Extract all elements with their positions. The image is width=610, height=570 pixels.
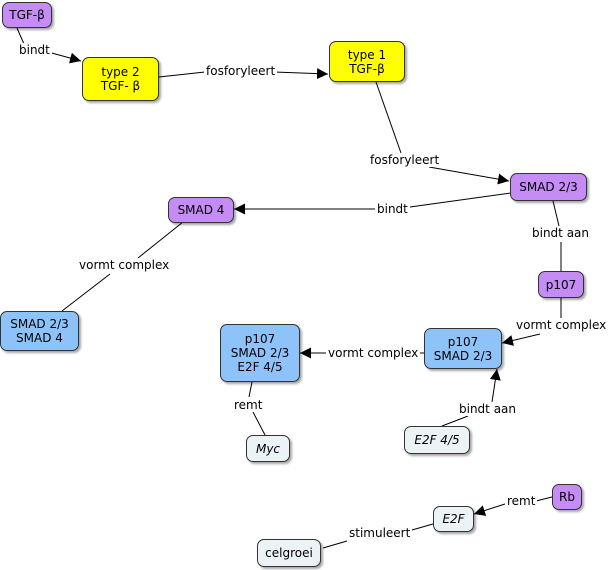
connector-rb-remt bbox=[535, 496, 553, 502]
connector-tgfb-bindt bbox=[16, 27, 25, 45]
connector-e2f-stimuleert bbox=[411, 523, 434, 531]
edge-label-vormt-complex-p107: vormt complex bbox=[514, 318, 609, 332]
connector-bindt-type2 bbox=[47, 51, 82, 64]
node-smad23-smad4-complex[interactable]: SMAD 2/3 SMAD 4 bbox=[0, 311, 79, 351]
edge-label-stimuleert-e2f: stimuleert bbox=[347, 526, 413, 540]
edge-label-vormt-complex-smad4: vormt complex bbox=[77, 258, 172, 272]
edge-label-bindt-aan-e2f45: bindt aan bbox=[457, 402, 519, 416]
node-tgf-beta[interactable]: TGF-β bbox=[2, 2, 52, 28]
node-myc[interactable]: Myc bbox=[246, 435, 290, 462]
connector-complex3-remt bbox=[248, 381, 253, 398]
connector-vormt-complex-smad23smad4 bbox=[61, 273, 111, 312]
connector-type2-fosforyleert bbox=[158, 71, 206, 78]
connector-remt-myc bbox=[252, 411, 266, 436]
edge-label-bindt-tgfb: bindt bbox=[17, 43, 52, 57]
connector-e2f45-bindt-aan bbox=[441, 415, 469, 427]
connector-fosforyleert-smad23 bbox=[428, 166, 510, 185]
connector-smad23-bindt bbox=[409, 192, 512, 208]
edge-label-remt-complex: remt bbox=[232, 398, 265, 412]
connector-fosforyleert-type1 bbox=[273, 68, 329, 80]
connector-remt-e2f bbox=[473, 503, 506, 516]
node-smad4[interactable]: SMAD 4 bbox=[168, 197, 234, 223]
edge-label-bindt-aan-smad23: bindt aan bbox=[530, 226, 592, 240]
edge-label-bindt-smad23: bindt bbox=[375, 202, 410, 216]
connector-vormt-complex-p107smad23 bbox=[501, 333, 541, 346]
connector-smad4-vormt-complex bbox=[137, 221, 184, 259]
node-p107-smad23-complex[interactable]: p107 SMAD 2/3 bbox=[424, 328, 502, 369]
node-p107-smad23-e2f45-complex[interactable]: p107 SMAD 2/3 E2F 4/5 bbox=[220, 324, 300, 382]
node-p107[interactable]: p107 bbox=[538, 271, 584, 298]
connector-smad23-bindt-aan bbox=[552, 200, 560, 227]
node-smad23[interactable]: SMAD 2/3 bbox=[510, 173, 587, 201]
edge-label-fosforyleert-type2: fosforyleert bbox=[204, 64, 278, 78]
node-rb[interactable]: Rb bbox=[552, 484, 582, 510]
connector-bindt-aan-p107smad23 bbox=[489, 368, 501, 403]
node-e2f[interactable]: E2F bbox=[433, 506, 474, 532]
node-type1-receptor[interactable]: type 1 TGF-β bbox=[329, 41, 405, 82]
node-type2-receptor[interactable]: type 2 TGF- β bbox=[82, 57, 159, 101]
edge-label-fosforyleert-type1: fosforyleert bbox=[368, 153, 442, 167]
connector-stimuleert-celgroei bbox=[322, 540, 348, 549]
node-e2f45[interactable]: E2F 4/5 bbox=[404, 426, 470, 454]
edge-label-remt-rb: remt bbox=[505, 494, 538, 508]
node-celgroei[interactable]: celgroei bbox=[257, 539, 321, 567]
edge-label-vormt-complex-p107smad23: vormt complex bbox=[326, 346, 421, 360]
connector-type1-fosforyleert bbox=[375, 81, 402, 154]
